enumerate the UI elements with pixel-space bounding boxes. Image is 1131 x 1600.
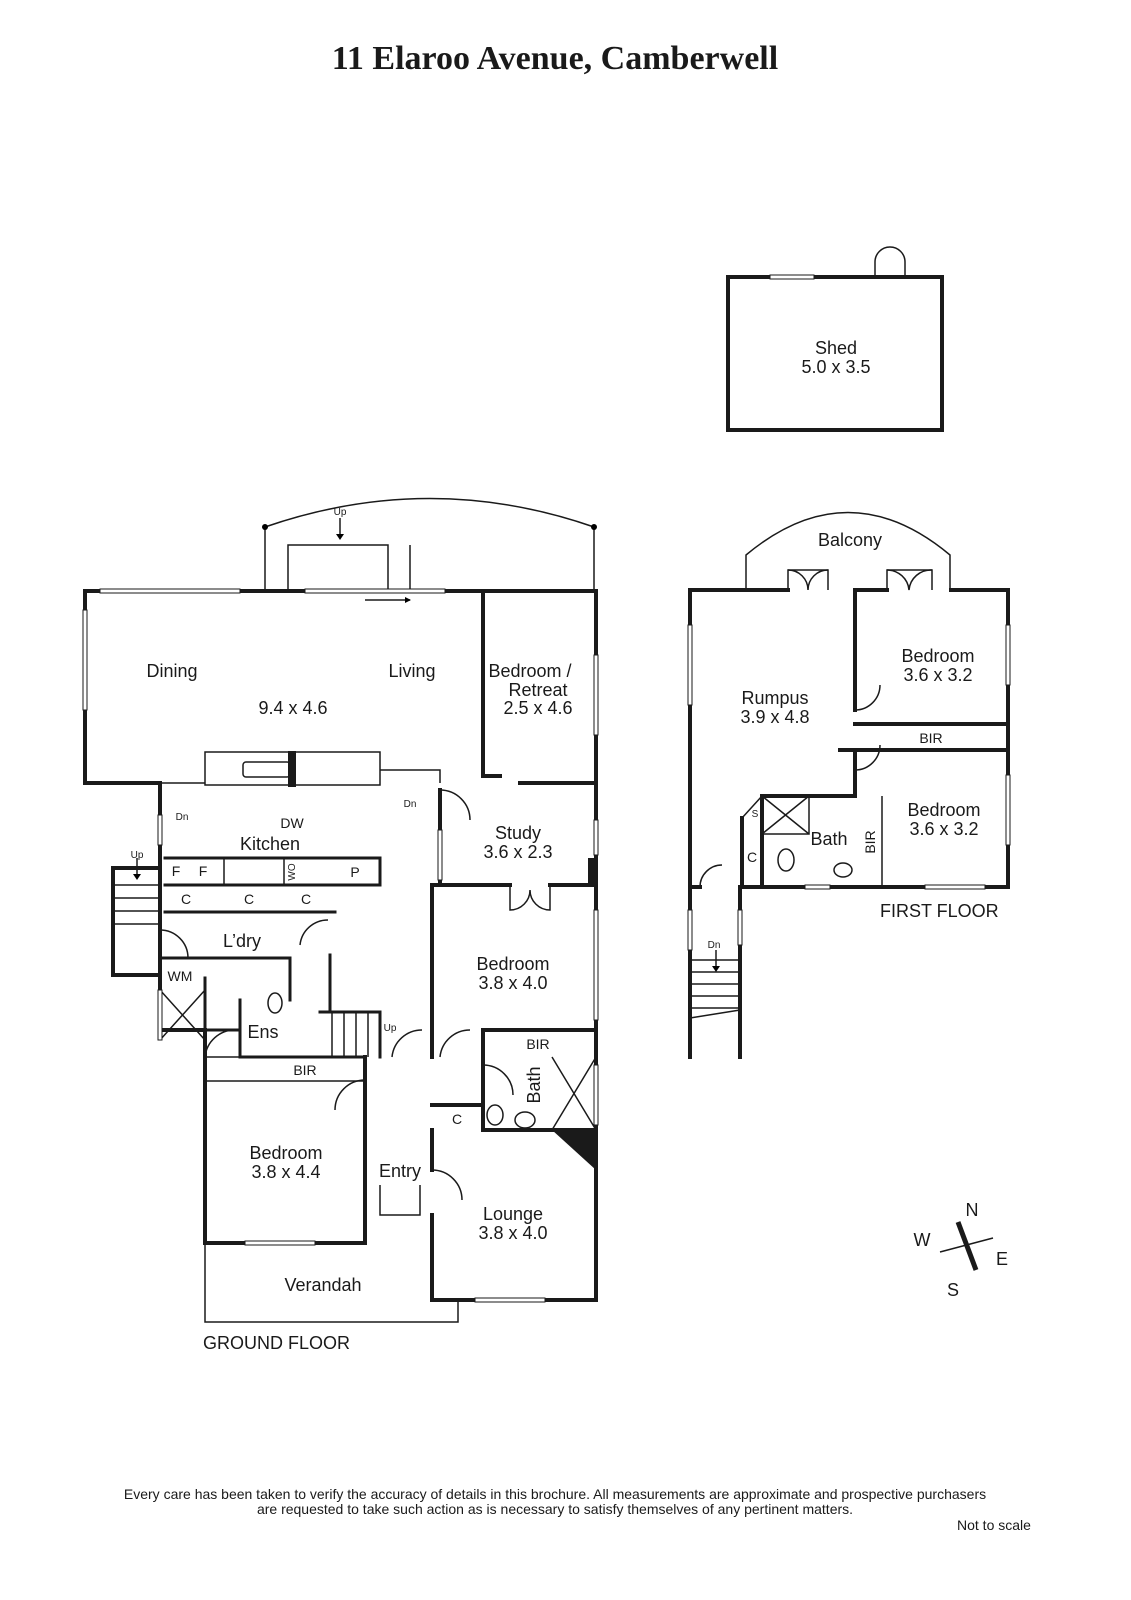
retreat-dims: 2.5 x 4.6 [503,698,572,718]
compass-n: N [966,1200,979,1220]
cupboard-label-3: C [301,891,311,907]
dn-label-2: Dn [404,799,417,810]
bedroom-b-dims: 3.6 x 3.2 [909,819,978,839]
compass-s: S [947,1280,959,1300]
cupboard-label: C [181,891,191,907]
wall-oven-label: WO [287,863,298,880]
lounge-dims: 3.8 x 4.0 [478,1223,547,1243]
room-study: Study [495,823,541,843]
shed: Shed 5.0 x 3.5 [726,246,944,432]
room-bedroom-front: Bedroom [249,1143,322,1163]
room-bedroom-a: Bedroom [901,646,974,666]
room-rumpus: Rumpus [741,688,808,708]
ground-floor-label: GROUND FLOOR [203,1333,350,1353]
washing-machine-label: WM [168,968,193,984]
rumpus-dims: 3.9 x 4.8 [740,707,809,727]
room-lounge: Lounge [483,1204,543,1224]
fridge-label: F [172,863,181,879]
bir-label: BIR [293,1062,316,1078]
first-floor: Balcony Rumpus 3.9 x 4.8 Bedroom 3.6 x 3… [687,511,1011,1059]
bir-label-upstairs: BIR [919,730,942,746]
study-dims: 3.6 x 2.3 [483,842,552,862]
room-living: Living [388,661,435,681]
dishwasher-label: DW [280,815,304,831]
disclaimer-line-1: Every care has been taken to verify the … [123,1486,987,1502]
bedroom-front-dims: 3.8 x 4.4 [251,1162,320,1182]
compass-e: E [996,1249,1008,1269]
first-floor-label: FIRST FLOOR [880,901,999,921]
compass-w: W [914,1230,931,1250]
verandah-label: Verandah [284,1275,361,1295]
up-label: Up [334,507,347,518]
room-balcony: Balcony [818,530,882,550]
disclaimer: Every care has been taken to verify the … [0,1487,1110,1517]
bedroom-a-dims: 3.6 x 3.2 [903,665,972,685]
room-entry: Entry [379,1161,421,1181]
cupboard-label-upstairs: C [747,849,757,865]
room-bath-upstairs: Bath [810,829,847,849]
room-retreat-line2: Retreat [508,680,567,700]
room-retreat: Bedroom / [488,661,571,681]
room-kitchen: Kitchen [240,834,300,854]
shed-dims: 5.0 x 3.5 [801,357,870,377]
room-bedroom-b: Bedroom [907,800,980,820]
bir-label-2: BIR [526,1036,549,1052]
cupboard-label-4: C [452,1111,462,1127]
bedroom-mid-dims: 3.8 x 4.0 [478,973,547,993]
up-label-side: Up [131,850,144,861]
ground-floor: Dining Living 9.4 x 4.6 Bedroom / Retrea… [82,497,599,1353]
room-laundry: L’dry [223,931,261,951]
shelf-label: S [752,809,759,820]
page-title: 11 Elaroo Avenue, Camberwell [331,40,779,77]
disclaimer-line-2: are requested to take such action as is … [256,1501,854,1517]
compass-icon: N E S W [914,1200,1009,1300]
room-bedroom-mid: Bedroom [476,954,549,974]
room-dining: Dining [146,661,197,681]
pantry-label: P [350,864,359,880]
dn-label: Dn [176,812,189,823]
cupboard-label-2: C [244,891,254,907]
dn-label-upstairs: Dn [708,940,721,951]
shed-label: Shed [815,338,857,358]
fridge-label-2: F [199,863,208,879]
up-label-stair: Up [384,1023,397,1034]
not-to-scale-note: Not to scale [957,1517,1031,1533]
dining-living-dims: 9.4 x 4.6 [258,698,327,718]
bir-label-upstairs-2: BIR [862,830,878,853]
room-bath: Bath [524,1066,544,1103]
room-ensuite: Ens [247,1022,278,1042]
